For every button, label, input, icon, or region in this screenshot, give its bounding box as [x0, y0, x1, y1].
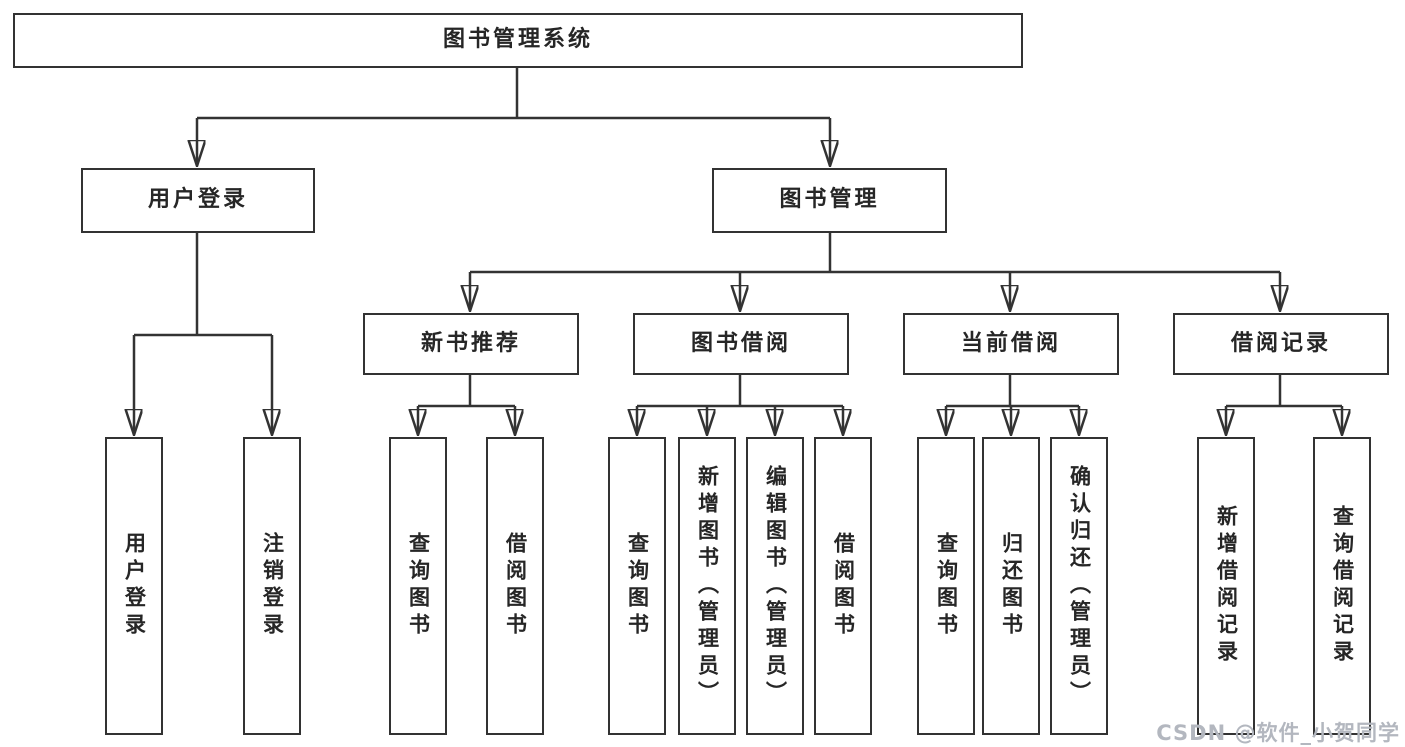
node-book-borrow: 图书借阅	[633, 313, 849, 375]
connector-current-borrow-children	[946, 375, 1079, 435]
leaf-add-book-admin: 新增图书（管理员）	[678, 437, 736, 735]
leaf-query-books-recommend: 查询图书	[389, 437, 447, 735]
node-book-management-system: 图书管理系统	[13, 13, 1023, 68]
connector-root-to-level2	[197, 68, 830, 166]
node-new-book-recommend: 新书推荐	[363, 313, 579, 375]
leaf-borrow-books-recommend: 借阅图书	[486, 437, 544, 735]
leaf-borrow-books: 借阅图书	[814, 437, 872, 735]
leaf-query-books-borrow: 查询图书	[608, 437, 666, 735]
node-current-borrow: 当前借阅	[903, 313, 1119, 375]
leaf-add-borrow-record: 新增借阅记录	[1197, 437, 1255, 735]
node-borrow-record: 借阅记录	[1173, 313, 1389, 375]
connector-new-book-recommend-children	[418, 375, 515, 435]
node-book-management: 图书管理	[712, 168, 947, 233]
leaf-query-borrow-record: 查询借阅记录	[1313, 437, 1371, 735]
leaf-return-book: 归还图书	[982, 437, 1040, 735]
leaf-logout: 注销登录	[243, 437, 301, 735]
leaf-confirm-return-admin: 确认归还（管理员）	[1050, 437, 1108, 735]
leaf-edit-book-admin: 编辑图书（管理员）	[746, 437, 804, 735]
leaf-query-books-current: 查询图书	[917, 437, 975, 735]
csdn-watermark: CSDN @软件_小贺同学	[1156, 721, 1400, 745]
connector-borrow-record-children	[1226, 375, 1342, 435]
leaf-user-login: 用户登录	[105, 437, 163, 735]
node-user-login: 用户登录	[81, 168, 315, 233]
connector-user-login-children	[134, 233, 272, 435]
connector-book-management-children	[470, 233, 1280, 311]
connector-book-borrow-children	[637, 375, 843, 435]
